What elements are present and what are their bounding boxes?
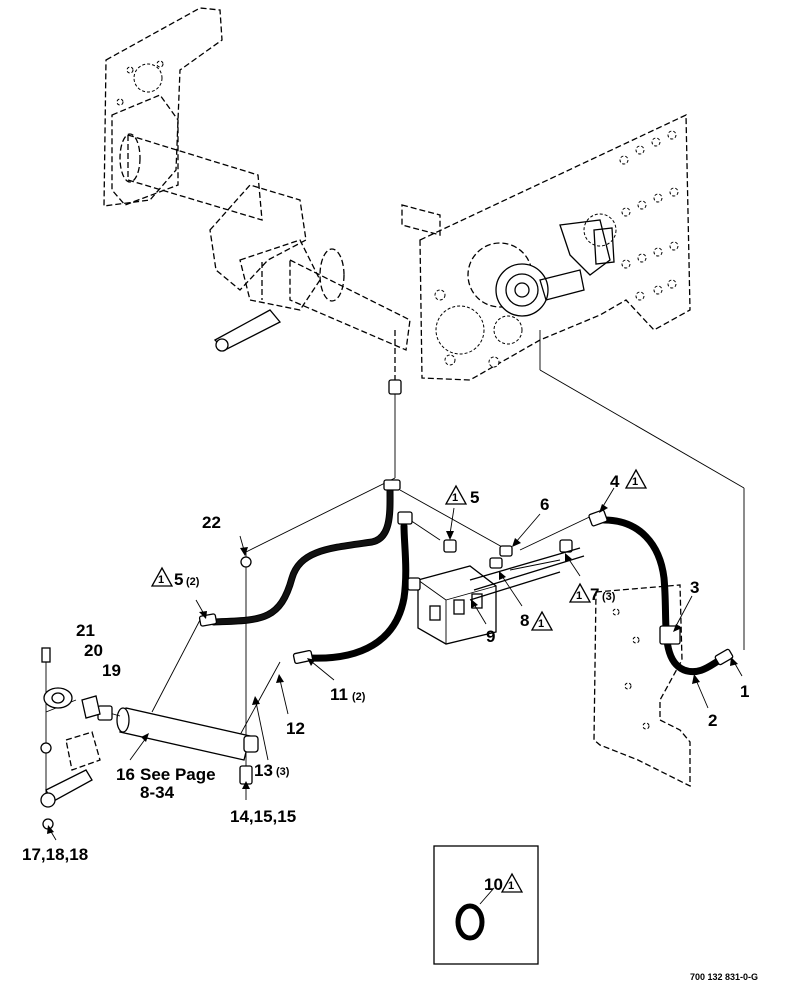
callout-9: 9 xyxy=(486,627,495,646)
callout-8: 8 xyxy=(520,611,529,630)
revision-mark-8: 1 xyxy=(538,618,544,630)
leader-lines xyxy=(45,477,601,800)
callout-11: 11 xyxy=(330,685,348,704)
revision-mark-5a: 1 xyxy=(452,492,458,504)
valve-block xyxy=(407,547,585,645)
callout-13: 13 xyxy=(254,761,273,780)
revision-mark-5b: 1 xyxy=(158,574,164,586)
callout-3: 3 xyxy=(690,578,699,597)
callout-19: 19 xyxy=(102,661,121,680)
revision-markers xyxy=(150,468,648,893)
callout-22: 22 xyxy=(202,513,221,532)
callout-21: 21 xyxy=(76,621,95,640)
callout-10: 10 xyxy=(484,875,503,894)
frame-assembly xyxy=(103,7,411,478)
callout-5b: 5 xyxy=(174,570,183,589)
callout-4: 4 xyxy=(610,472,620,491)
gearbox-side-plate xyxy=(401,113,745,650)
callout-arrows xyxy=(47,487,743,841)
hydraulic-hoses xyxy=(210,484,724,676)
callout-14: 14,15,15 xyxy=(230,807,296,826)
callout-12: 12 xyxy=(286,719,305,738)
callout-7: 7 xyxy=(590,585,599,604)
revision-mark-7: 1 xyxy=(576,590,582,602)
shield-panel xyxy=(593,584,691,788)
callout-16-note-line2: 8-34 xyxy=(140,783,175,802)
callout-16: 16 xyxy=(116,765,135,784)
revision-mark-4: 1 xyxy=(632,476,638,488)
hydraulic-cylinder xyxy=(97,705,259,761)
callout-20: 20 xyxy=(84,641,103,660)
o-ring-inset xyxy=(433,845,539,965)
callout-2: 2 xyxy=(708,711,717,730)
callout-13-qty: (3) xyxy=(276,766,290,778)
callout-11-qty: (2) xyxy=(352,691,366,703)
callout-5a: 5 xyxy=(470,488,479,507)
left-hardware xyxy=(40,556,253,830)
callout-17: 17,18,18 xyxy=(22,845,88,864)
callout-labels: 1 2 3 4 1 1 5 1 5 (2) 6 1 7 (3) 8 1 9 10… xyxy=(22,472,758,982)
callout-7-qty: (3) xyxy=(602,591,616,603)
revision-mark-10: 1 xyxy=(508,880,514,892)
callout-16-note-line1: See Page xyxy=(140,765,216,784)
callout-5b-qty: (2) xyxy=(186,576,200,588)
callout-1: 1 xyxy=(740,682,749,701)
drawing-id: 700 132 831-0-G xyxy=(690,972,758,982)
callout-6: 6 xyxy=(540,495,549,514)
